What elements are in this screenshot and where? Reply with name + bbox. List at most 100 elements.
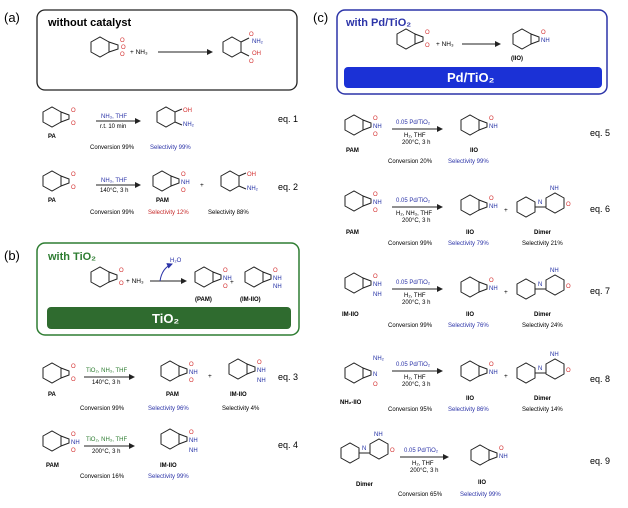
svg-text:NH: NH [189,448,198,454]
phthalamic-acid-a: O NH₂ O OH [222,32,264,65]
eq7-product-1: O NH [460,276,498,298]
svg-text:NH: NH [257,368,266,374]
svg-text:NH: NH [223,276,232,282]
phthalic-anhydride-b: O O [90,266,124,288]
eq8-cond0: 0.05 Pd/TiO₂ [396,362,431,368]
svg-text:NH: NH [273,284,282,290]
eq5-cond1: H₂, THF [404,133,426,139]
svg-text:O: O [181,188,186,194]
panel-a-box [36,9,298,91]
eq3-cond1: TiO₂, NH₃, THF [86,368,127,374]
svg-text:O: O [489,362,494,368]
eq3-conversion: Conversion 99% [80,406,125,412]
eq9-product1-label: IIO [478,480,486,486]
svg-text:N: N [538,200,542,206]
eq8-selectivity2: Selectivity 14% [522,407,563,413]
eq8-conversion: Conversion 95% [388,407,433,413]
pam-b: O NH O [194,266,232,290]
eq2-plus: + [200,182,204,189]
eq7-selectivity2: Selectivity 24% [522,323,563,329]
svg-text:O: O [71,185,76,191]
eq6-selectivity: Selectivity 79% [448,241,489,247]
eq2-number: eq. 2 [278,182,298,192]
panel-a-tag: (a) [4,10,20,25]
panel-c-box [336,9,608,95]
svg-text:O: O [71,377,76,383]
svg-text:OH: OH [252,51,261,57]
svg-text:O: O [121,45,126,51]
eq4-product1-label: IM-IIO [160,463,177,469]
eq6-product2-label: Dimer [534,230,552,236]
svg-text:O: O [273,268,278,274]
panel-c-reagent: + NH₃ [436,41,454,48]
eq8-cond1: H₂, THF [404,375,426,381]
svg-text:NH: NH [489,286,498,292]
water-release-arrow [159,263,173,282]
panel-b-tag: (b) [4,248,20,263]
eq6-number: eq. 6 [590,204,610,214]
svg-text:O: O [566,202,571,208]
svg-text:N: N [538,282,542,288]
eq2-cond2: 140°C, 3 h [100,188,128,194]
eq8-product1-label: IIO [466,396,474,402]
eq6-product-1: O NH [460,194,498,216]
eq6-plus: + [504,207,508,214]
eq6-cond0: 0.05 Pd/TiO₂ [396,198,431,204]
svg-text:O: O [390,448,395,454]
eq8-plus: + [504,373,508,380]
panel-a-reagent: + NH₃ [130,49,148,56]
eq7-sm-label: IM-IIO [342,312,359,318]
eq5-number: eq. 5 [590,128,610,138]
panel-b-p2-label: (IM-IIO) [240,297,261,303]
svg-text:NH₂: NH₂ [252,39,264,45]
svg-text:NH₂: NH₂ [247,186,259,192]
svg-text:O: O [189,430,194,436]
eq9-conversion: Conversion 65% [398,492,443,498]
svg-text:NH: NH [257,378,266,384]
svg-text:OH: OH [247,172,256,178]
eq7-product-2: N NH O [516,268,571,300]
svg-text:NH: NH [71,440,80,446]
panel-b-p1-label: (PAM) [195,297,212,303]
panel-c-catalyst-bar [344,67,602,88]
svg-text:O: O [373,116,378,122]
svg-text:O: O [489,196,494,202]
svg-text:O: O [189,378,194,384]
svg-text:O: O [257,360,262,366]
eq5-cond0: 0.05 Pd/TiO₂ [396,120,431,126]
eq5-product1-label: IIO [470,148,478,154]
svg-text:NH: NH [374,432,383,438]
svg-text:NH: NH [550,352,559,358]
eq2-sm-label: PA [48,198,57,204]
eq2-selectivity2: Selectivity 88% [208,210,249,216]
eq6-cond2: 200°C, 3 h [402,218,430,224]
svg-text:O: O [425,30,430,36]
eq9-cond1: H₂, THF [412,461,434,467]
svg-text:N: N [538,366,542,372]
eq3-number: eq. 3 [278,372,298,382]
eq3-cond2: 140°C, 3 h [92,380,120,386]
eq8-selectivity: Selectivity 86% [448,407,489,413]
panel-b-water: H₂O [170,258,182,264]
eq2-selectivity: Selectivity 12% [148,210,189,216]
panel-a-title: without catalyst [47,17,131,29]
eq6-start-material: O NH O [344,190,382,214]
eq4-cond2: 200°C, 3 h [92,449,120,455]
eq8-cond2: 200°C, 3 h [402,382,430,388]
eq4-product: O NH NH [160,428,198,454]
eq4-number: eq. 4 [278,440,298,450]
eq6-cond1: H₂, NH₃, THF [396,211,432,217]
svg-text:O: O [71,108,76,114]
eq7-product2-label: Dimer [534,312,552,318]
pam-c-header: O O [396,28,430,50]
eq7-cond0: 0.05 Pd/TiO₂ [396,280,431,286]
eq6-sm-label: PAM [346,230,359,236]
im-iio-b: O NH NH [244,266,282,290]
svg-text:O: O [373,192,378,198]
eq1-sm-label: PA [48,134,57,140]
eq8-product2-label: Dimer [534,396,552,402]
eq9-product: O NH [470,444,508,466]
eq6-conversion: Conversion 99% [388,241,433,247]
panel-b-title: with TiO₂ [47,251,96,263]
